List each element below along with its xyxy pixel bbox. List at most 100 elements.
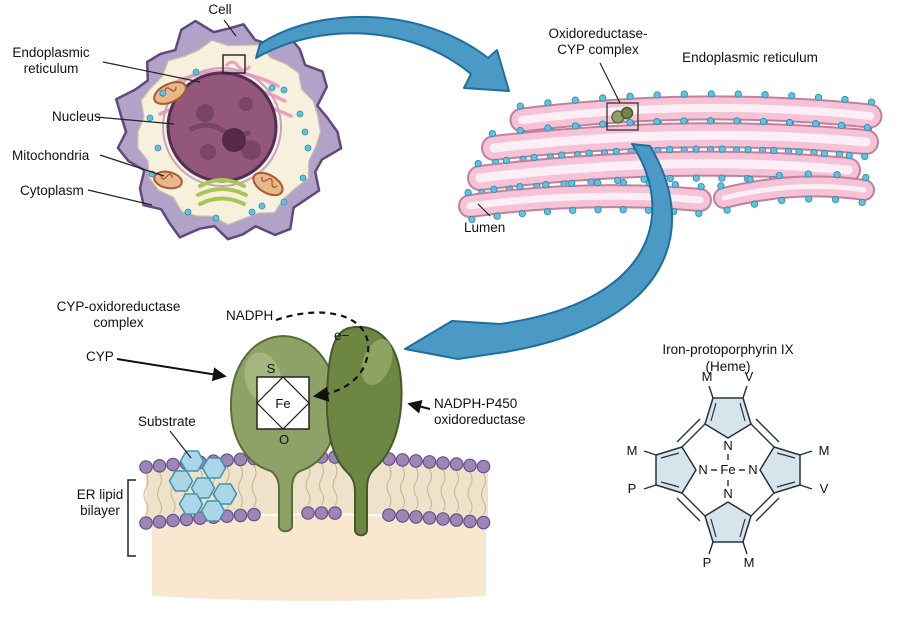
ribosome-dot (268, 84, 276, 92)
mitochondrion (252, 171, 284, 197)
lipid-head (422, 511, 437, 525)
lipid-head (179, 512, 194, 527)
ribosome-dot (518, 209, 526, 218)
ribosome-dot (804, 170, 812, 178)
er-lipid-bilayer-label: ER lipid bilayer (76, 487, 124, 518)
ribosome-dot (593, 179, 602, 187)
ribosome-dot (653, 91, 661, 99)
ribosome-dot (733, 117, 741, 125)
lipid-head (395, 509, 410, 523)
ribosome-dot (599, 120, 607, 128)
nucleus-label: Nucleus (52, 109, 101, 124)
ribosome-dot (619, 206, 627, 214)
ribosome-dot (612, 147, 620, 156)
nitrogen-label: N (748, 462, 757, 477)
ribosome-dot (516, 126, 524, 135)
lipid-head (152, 458, 167, 473)
ribosome-dot (750, 200, 759, 208)
nadph-label: NADPH (226, 308, 274, 323)
substrate-hexagon (200, 500, 226, 522)
oxidoreductase-label-arrow (407, 399, 431, 414)
ribosome-dot (599, 94, 607, 102)
ribosome-dot (863, 123, 871, 132)
ribosome-dot (770, 146, 778, 155)
ribosome-dot (542, 181, 550, 189)
lipid-head (436, 512, 450, 526)
bilayer-core (146, 457, 488, 523)
lipid-head (166, 513, 180, 528)
zoom-arrow-cell-to-er (255, 15, 510, 92)
electron-label: e− (334, 328, 350, 343)
ribosome-dot (474, 159, 482, 168)
substituent-label: M (702, 369, 713, 384)
electron-transfer-path (275, 311, 370, 402)
fe-n-bonds (711, 454, 745, 486)
ribosome-dot (833, 170, 841, 179)
substituent-label: M (627, 443, 638, 458)
zoom-region-box (222, 54, 246, 74)
ribosome-dot (626, 92, 634, 100)
pyrrole-ring (643, 418, 706, 494)
substrate-hexagon (168, 470, 194, 492)
sulfur-label: S (267, 361, 276, 376)
endoplasmic-reticulum-label: Endoplasmic reticulum (682, 50, 818, 65)
ribosome-dot (468, 215, 476, 224)
lipid-head (382, 508, 396, 522)
mitochondrion (153, 81, 187, 105)
ribosome-dot (146, 114, 154, 122)
lumen-pointer-line (477, 203, 491, 217)
ribosome-dot (680, 90, 688, 98)
ribosome-dot (516, 183, 524, 191)
ribosome-dot (464, 188, 472, 197)
ribosome-dot (692, 174, 700, 182)
er-label: Endoplasmic reticulum (12, 45, 90, 76)
ribosome-dot (594, 206, 602, 214)
lipid-tail (251, 465, 257, 507)
er-patch-in-box (224, 60, 252, 72)
ribosome-dot (858, 198, 866, 207)
lipid-head (476, 459, 491, 474)
complex-pointer-line (599, 62, 621, 104)
ribosome-dot (653, 117, 661, 126)
ribosome-dot (775, 171, 783, 180)
er-lumen-stripe (466, 192, 704, 210)
lipid-head (395, 453, 410, 467)
lipid-head (139, 516, 153, 530)
substrate-molecule (168, 450, 238, 522)
substrate-label: Substrate (138, 414, 196, 429)
lipid-tail (237, 466, 244, 508)
nuclear-envelope (162, 67, 282, 187)
heme-structure: Fe N N N N M V M V M P P M (627, 369, 830, 570)
lipid-head (301, 506, 315, 520)
lipid-head (409, 454, 423, 468)
zoom-arrow-er-to-complex (404, 143, 674, 360)
ribosome-dot (680, 117, 688, 125)
cytoplasm-pointer-line (87, 189, 153, 206)
mitochondria-pointer-line (99, 154, 165, 177)
lumen-label: Lumen (464, 220, 506, 235)
iron-label: Fe (275, 396, 290, 411)
er-lumen-stripe (489, 130, 871, 153)
ribosome-dot (304, 144, 312, 152)
ribosome-dot (841, 95, 849, 104)
nitrogen-label: N (698, 462, 707, 477)
mitochondrion (153, 170, 183, 190)
ribosome-dot (543, 208, 552, 216)
lipid-head (463, 458, 477, 473)
er-membrane-stack (458, 90, 883, 224)
ribosome-dot (568, 179, 576, 188)
substrate-hexagon (190, 477, 216, 499)
ribosome-dot (744, 145, 752, 154)
ribosome-dot (717, 182, 725, 190)
nadph-p450-oxidoreductase-label: NADPH-P450 oxidoreductase (434, 396, 526, 427)
substrate-hexagon (178, 493, 204, 515)
substrate-hexagon (201, 457, 227, 479)
substituent-label: M (744, 555, 755, 570)
ribosome-dot (585, 149, 593, 157)
ribosome-dot (299, 174, 307, 182)
lipid-head (152, 514, 167, 529)
substituent-label: V (820, 481, 829, 496)
ribosome-dot (502, 156, 510, 165)
lipid-tail (426, 468, 433, 511)
